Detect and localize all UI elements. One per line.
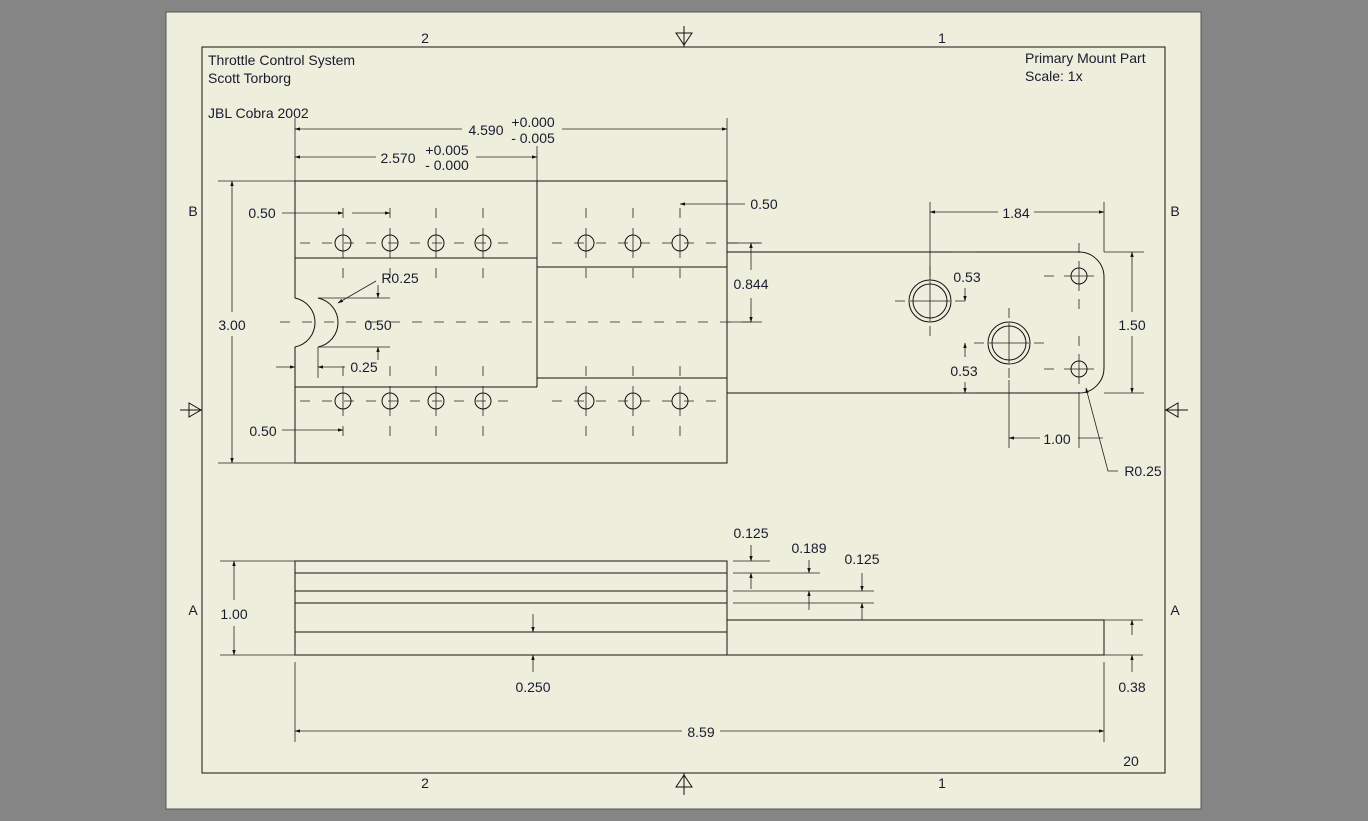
sheet-number: 20: [1123, 753, 1139, 769]
dim-layer-top: 0.125: [733, 525, 768, 541]
dim-tab-hole-offset: 1.84: [1002, 205, 1029, 221]
top-view-outline: [294, 180, 728, 464]
top-view-dimensions: 4.590 +0.000 - 0.005 2.570 +0.005 - 0.00…: [218, 114, 1162, 479]
scale-label: Scale: 1x: [1025, 68, 1083, 84]
dim-slot-radius: R0.25: [381, 270, 419, 286]
dim-hole-edge-top: 0.50: [248, 205, 275, 221]
author-name: Scott Torborg: [208, 70, 291, 86]
dim-step-height: 0.844: [733, 276, 768, 292]
centering-mark-top: [675, 26, 693, 47]
zone-label-left-a: A: [188, 602, 198, 618]
tab-holes: [895, 243, 1094, 402]
zone-label-right-a: A: [1170, 602, 1180, 618]
dim-overall-tol-plus: +0.000: [511, 114, 554, 130]
side-view-dimensions: 1.00 0.125 0.189 0.125 0.250 0.38 8.59: [220, 525, 1146, 742]
zone-label-bottom-1: 1: [938, 775, 946, 791]
zone-label-top-2: 2: [421, 30, 429, 46]
top-view: [280, 180, 1105, 464]
dim-hole-edge-bottom: 0.50: [249, 423, 276, 439]
dim-step-tol-plus: +0.005: [425, 142, 468, 158]
dim-height: 3.00: [218, 317, 245, 333]
dim-step-length: 2.570: [380, 150, 415, 166]
dim-tab-hole-vert-upper: 0.53: [953, 269, 980, 285]
dim-layer-third: 0.125: [844, 551, 879, 567]
side-view: [294, 560, 1105, 656]
dim-overall-tol-minus: - 0.005: [511, 130, 555, 146]
part-name: Primary Mount Part: [1025, 50, 1146, 66]
dim-base-thickness: 0.250: [515, 679, 550, 695]
dim-step-tol-minus: - 0.000: [425, 157, 469, 173]
zone-label-bottom-2: 2: [421, 775, 429, 791]
zone-label-left-b: B: [188, 203, 197, 219]
zone-label-right-b: B: [1170, 203, 1179, 219]
vehicle-label: JBL Cobra 2002: [208, 105, 309, 121]
dim-tab-hole-spacing: 1.00: [1043, 431, 1070, 447]
centering-mark-left: [180, 402, 202, 418]
dim-total-length: 8.59: [687, 724, 714, 740]
dim-layer-mid: 0.189: [791, 540, 826, 556]
dim-tab-hole-vert-lower: 0.53: [950, 363, 977, 379]
dim-overall-length: 4.590: [468, 122, 503, 138]
paper: [165, 11, 1202, 810]
mounting-holes: [334, 208, 689, 436]
centering-mark-bottom: [675, 773, 693, 795]
zone-label-top-1: 1: [938, 30, 946, 46]
centering-mark-right: [1165, 402, 1188, 418]
dim-slot-depth: 0.25: [350, 359, 377, 375]
dim-tab-width: 1.50: [1118, 317, 1145, 333]
dim-slot-width: 0.50: [364, 317, 391, 333]
dim-side-height: 1.00: [220, 606, 247, 622]
slot-arc: [317, 297, 339, 348]
dim-tab-corner-radius: R0.25: [1124, 463, 1162, 479]
dim-tab-thickness: 0.38: [1118, 679, 1145, 695]
dim-hole-pitch-right: 0.50: [750, 196, 777, 212]
project-title: Throttle Control System: [208, 52, 355, 68]
